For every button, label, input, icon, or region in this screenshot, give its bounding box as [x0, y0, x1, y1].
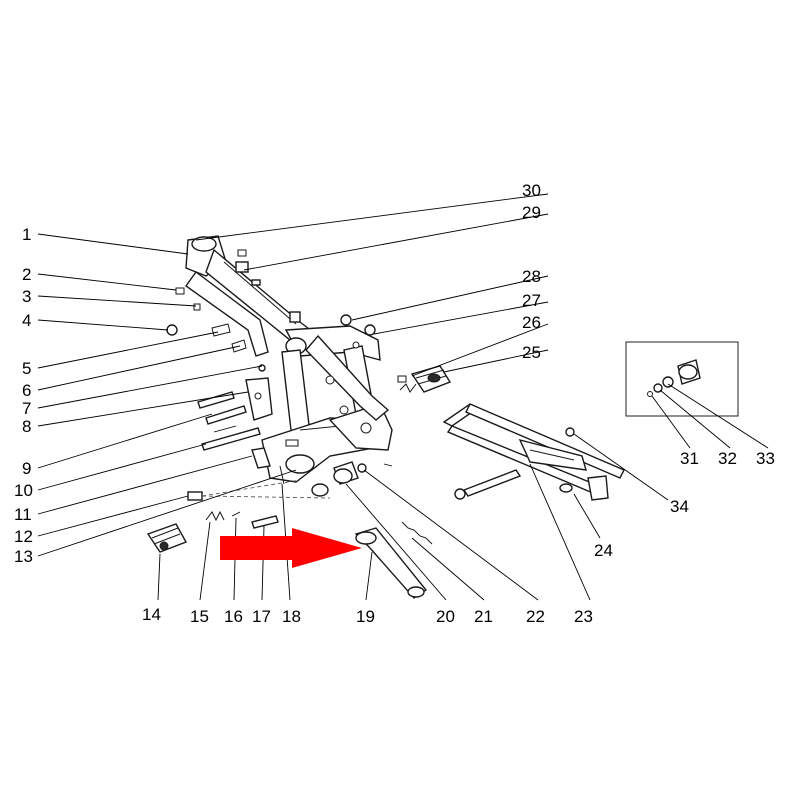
upper-right-fasteners	[258, 314, 376, 372]
callout-34: 34	[670, 497, 689, 516]
callout-24: 24	[594, 541, 613, 560]
callout-22: 22	[526, 607, 545, 626]
callout-2: 2	[22, 265, 31, 284]
side-stand	[354, 521, 433, 599]
mount-bracket	[245, 377, 273, 421]
callout-15: 15	[190, 607, 209, 626]
callout-19: 19	[356, 607, 375, 626]
callout-29: 29	[522, 203, 541, 222]
pivot-bushing	[333, 461, 393, 485]
callout-11: 11	[14, 505, 32, 524]
callout-21: 21	[474, 607, 493, 626]
callout-30: 30	[522, 181, 541, 200]
callout-10: 10	[14, 481, 33, 500]
leader-lines	[37, 193, 769, 601]
callout-12: 12	[14, 527, 33, 546]
callout-5: 5	[22, 359, 31, 378]
callout-18: 18	[282, 607, 301, 626]
lower-left-pieces	[187, 439, 331, 501]
left-footpeg	[146, 523, 188, 553]
callout-23: 23	[574, 607, 593, 626]
callout-9: 9	[22, 459, 31, 478]
callout-14: 14	[142, 605, 161, 624]
main-frame	[185, 235, 393, 497]
callout-33: 33	[756, 449, 775, 468]
callout-31: 31	[680, 449, 699, 468]
callout-1: 1	[22, 225, 31, 244]
callout-labels: 1 2 3 4 5 6 7 8 9 10 11 12 13 14 15 16 1…	[14, 181, 775, 626]
callout-6: 6	[22, 381, 31, 400]
red-arrow-icon	[220, 528, 362, 568]
callout-26: 26	[522, 313, 541, 332]
callout-20: 20	[436, 607, 455, 626]
callout-13: 13	[14, 547, 33, 566]
right-footpeg	[397, 365, 452, 393]
callout-7: 7	[22, 399, 31, 418]
callout-8: 8	[22, 417, 31, 436]
callout-4: 4	[22, 311, 31, 330]
rear-subframe	[442, 403, 625, 501]
callout-17: 17	[252, 607, 271, 626]
small-hardware	[205, 465, 285, 529]
callout-25: 25	[522, 343, 541, 362]
callout-3: 3	[22, 287, 31, 306]
callout-16: 16	[224, 607, 243, 626]
callout-28: 28	[522, 267, 541, 286]
callout-32: 32	[718, 449, 737, 468]
callout-27: 27	[522, 291, 541, 310]
inset-detail	[625, 341, 739, 417]
